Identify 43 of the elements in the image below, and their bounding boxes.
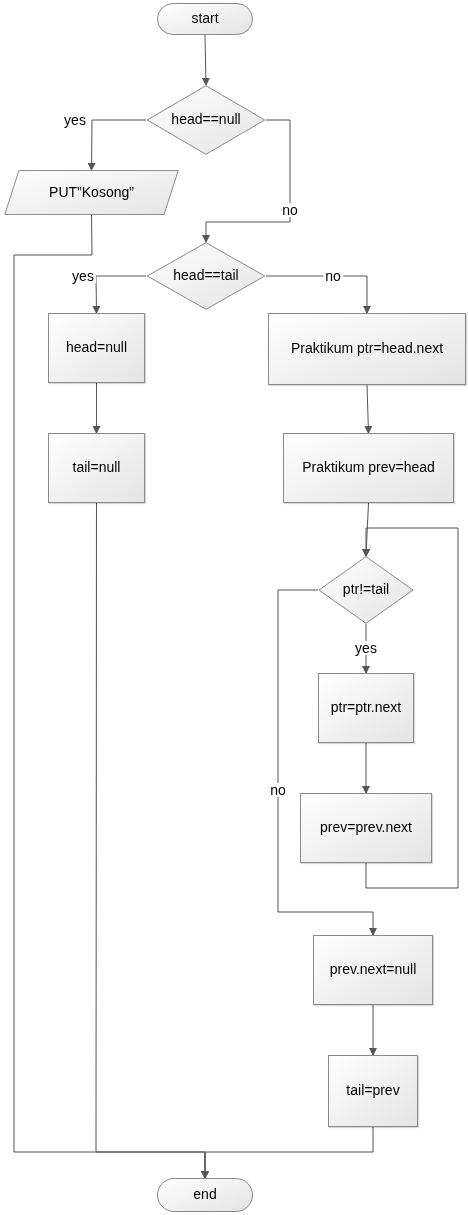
- edge-label: yes: [353, 641, 379, 655]
- process-box: [318, 673, 414, 743]
- node-label: tail=null: [71, 459, 122, 477]
- node-label: ptr=ptr.next: [329, 699, 403, 717]
- node-label: head=null: [64, 339, 129, 357]
- arrow: [92, 275, 147, 314]
- process-box: [300, 793, 432, 863]
- process-box: [328, 1055, 418, 1127]
- process-box: [268, 313, 466, 385]
- node-label: end: [192, 1186, 218, 1204]
- io-parallelogram: [3, 170, 180, 215]
- node-label: head==tail: [172, 267, 240, 285]
- node-label: prev=prev.next: [319, 819, 413, 837]
- node-label: head==null: [170, 111, 242, 129]
- node-label: start: [190, 10, 220, 28]
- process-box: [48, 433, 145, 503]
- process-box: [48, 313, 145, 383]
- arrow: [201, 1126, 374, 1179]
- arrow: [277, 589, 377, 936]
- arrow: [202, 119, 291, 243]
- arrow: [265, 275, 371, 314]
- process-box: [283, 433, 454, 503]
- edge-label: no: [280, 203, 300, 217]
- node-label: Praktikum ptr=head.next: [289, 340, 445, 358]
- arrow: [362, 527, 459, 889]
- node-label: PUT”Kosong”: [48, 183, 135, 202]
- node-label: ptr!=tail: [341, 581, 391, 599]
- node-label: prev.next=null: [328, 961, 418, 979]
- arrow: [362, 742, 370, 794]
- arrow: [369, 1004, 377, 1056]
- decision-diamond: [318, 556, 414, 624]
- process-box: [313, 935, 433, 1005]
- node-label: Praktikum prev=head: [301, 459, 436, 477]
- decision-diamond: [146, 85, 266, 155]
- decision-diamond: [146, 242, 266, 310]
- terminal-pill: [157, 1178, 253, 1212]
- arrow: [364, 384, 373, 434]
- arrow: [201, 34, 210, 86]
- node-label: tail=prev: [345, 1082, 401, 1100]
- edge-label: no: [268, 783, 288, 797]
- arrow: [92, 382, 101, 434]
- arrow: [87, 119, 147, 171]
- terminal-pill: [157, 3, 253, 35]
